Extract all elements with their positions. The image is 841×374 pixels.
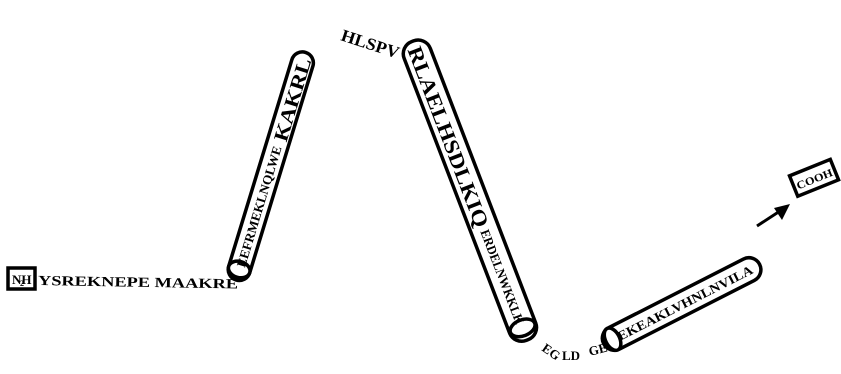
arrow-right-icon [757,204,790,226]
loop1-sequence: YSREKNEPE MAAKRE [38,274,238,292]
loop3-sequence: EG LD GE [539,340,609,364]
loop2-sequence: HLSPV [339,26,403,63]
n-terminus: NH 2 [8,268,35,289]
c-terminus: COOH [790,159,839,196]
loop3-sequence-a: EG [539,340,563,363]
helix1-sequence-end: KAKRL [270,56,316,145]
helix3-sequence: EKEAKLVHNLNVILA [615,262,756,344]
helix2-sequence-start: RLAELHSDLKIQ [403,43,494,231]
n-terminus-subscript: 2 [20,279,24,288]
helix1: EEFRMEKLNQLWE KAKRL [225,49,318,284]
helix3: EKEAKLVHNLNVILA [598,254,765,355]
helix2: RLAELHSDLKIQ ERDELNWKKLK [399,36,540,345]
loop3-sequence-b: LD [562,348,580,363]
